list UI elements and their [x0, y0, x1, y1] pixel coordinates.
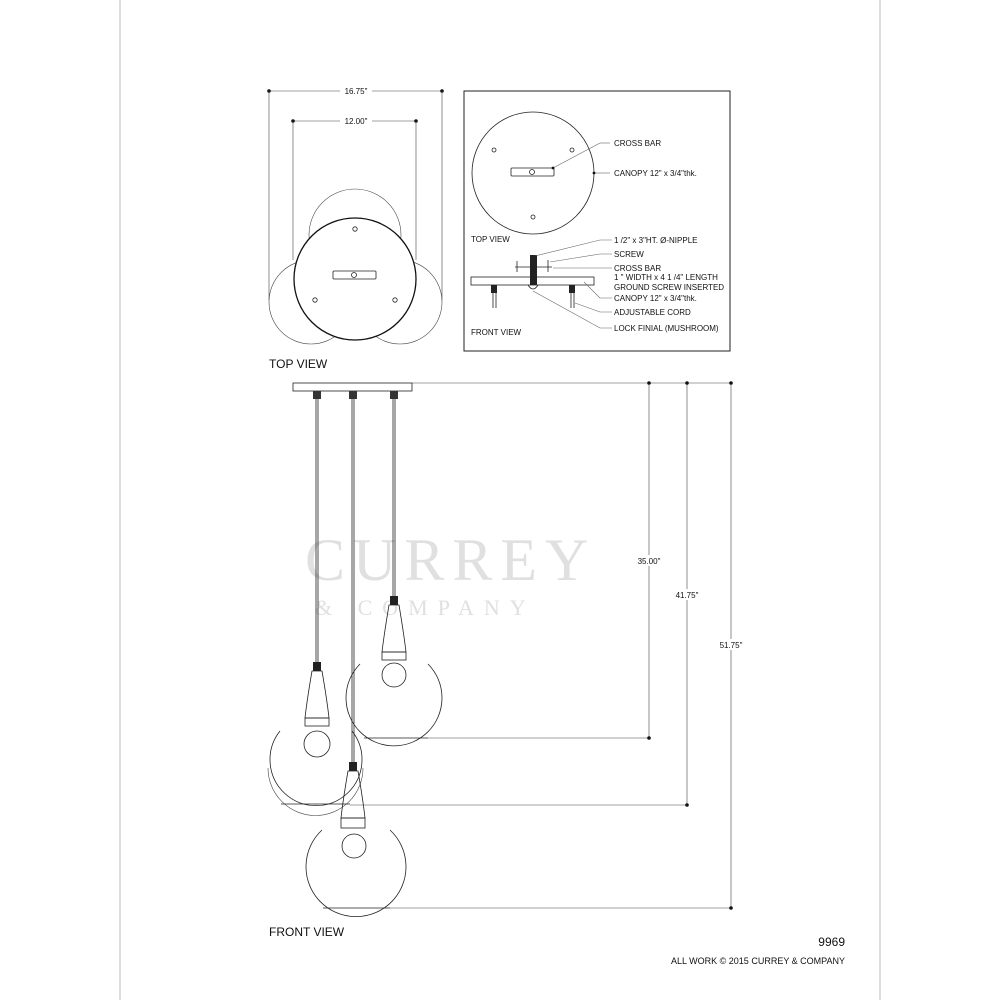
item-number: 9969 [818, 935, 845, 949]
top-view: 16.75" 12.00" TOP VIEW [267, 85, 444, 371]
callout-ground-screw: GROUND SCREW INSERTED [614, 283, 724, 292]
callout-nipple: 1 /2" x 3"HT. Ø-NIPPLE [614, 236, 697, 245]
callout-canopy-top: CANOPY 12" x 3/4"thk. [614, 169, 697, 178]
callout-screw: SCREW [614, 250, 644, 259]
dim-outer-label: 16.75" [345, 87, 368, 96]
callout-cross-bar-width: 1 " WIDTH x 4 1 /4" LENGTH [614, 273, 718, 282]
pendant-left [267, 662, 364, 816]
dimension-outer: 16.75" [267, 85, 444, 300]
bulb [303, 730, 331, 758]
callout-finial: LOCK FINIAL (MUSHROOM) [614, 324, 719, 333]
bulb [381, 662, 407, 688]
callout-cord: ADJUSTABLE CORD [614, 308, 691, 317]
nipple [530, 255, 537, 285]
dimension-51-75: 51.75" [390, 381, 747, 910]
pendant-center [305, 762, 407, 917]
cross-bar [332, 270, 377, 280]
dim-41-label: 41.75" [676, 591, 699, 600]
canopy [292, 382, 413, 392]
watermark: CURREY & COMPANY [305, 527, 596, 620]
pendant-right [345, 596, 443, 747]
dimension-35: 35.00" [428, 381, 665, 740]
watermark-line2: & COMPANY [315, 595, 536, 620]
detail-front-view-label: FRONT VIEW [471, 328, 522, 337]
dim-inner-label: 12.00" [345, 117, 368, 126]
callout-canopy-front: CANOPY 12" x 3/4"thk. [614, 294, 697, 303]
front-view-label: FRONT VIEW [269, 925, 345, 939]
bulb [341, 833, 367, 859]
callout-cross-bar-front: CROSS BAR [614, 264, 661, 273]
watermark-line1: CURREY [305, 527, 596, 593]
front-view: 35.00" 41.75" 51.75" FRONT VIEW [267, 381, 747, 939]
copyright: ALL WORK © 2015 CURREY & COMPANY [671, 956, 845, 966]
detail-top-view-label: TOP VIEW [471, 235, 510, 244]
dimension-inner: 12.00" [291, 115, 418, 260]
dim-51-label: 51.75" [720, 641, 743, 650]
callout-cross-bar-top: CROSS BAR [614, 139, 661, 148]
canopy-detail: CROSS BAR CANOPY 12" x 3/4"thk. TOP VIEW… [463, 90, 731, 352]
dim-35-label: 35.00" [638, 557, 661, 566]
dimension-41-75: 41.75" [350, 381, 703, 807]
top-view-label: TOP VIEW [269, 357, 328, 371]
lock-finial [527, 284, 539, 290]
